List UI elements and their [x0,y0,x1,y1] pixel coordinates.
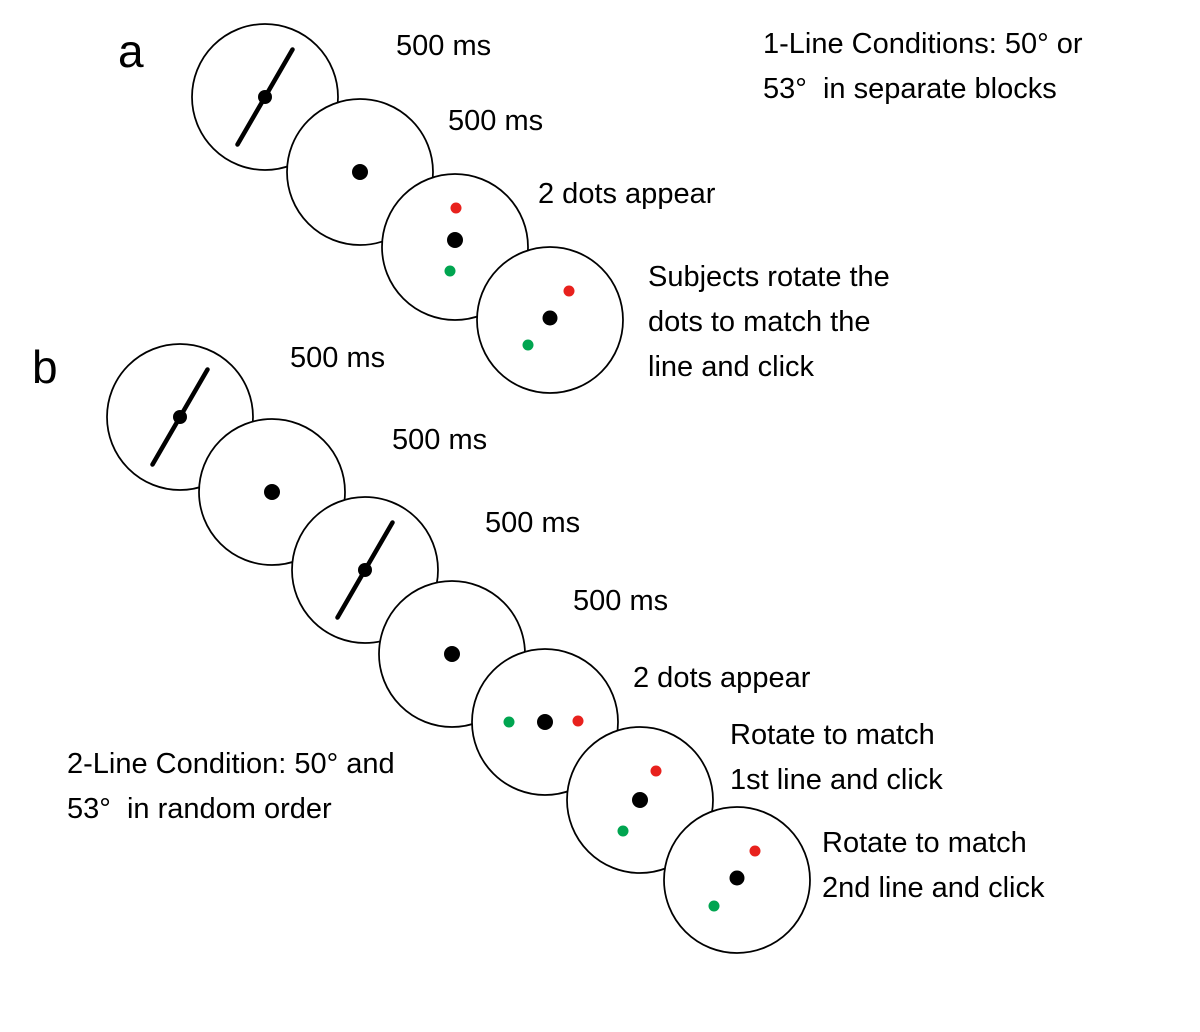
fixation-dot [542,310,558,326]
frame-b7-rotate-second [663,806,811,954]
duration-label-a2: 500 ms [448,105,544,137]
condition-label-1line: 1-Line Conditions: 50° or 53° in separat… [763,28,1083,105]
panel-b-frames [106,343,811,954]
fixation-dot [352,164,368,180]
condition-label-2line: 2-Line Condition: 50° and 53° in random … [67,748,395,825]
fixation-dot [537,714,553,730]
fixation-dot [358,563,372,577]
dots-appear-label-b: 2 dots appear [633,662,811,694]
duration-label-a1: 500 ms [396,30,492,62]
instruction-label-b-first: Rotate to match 1st line and click [730,719,943,796]
panel-a-label: a [118,25,144,77]
fixation-dot [632,792,648,808]
duration-label-b3: 500 ms [485,507,581,539]
instruction-label-a: Subjects rotate the dots to match the li… [648,261,890,383]
green-probe-dot [503,716,515,728]
duration-label-b2: 500 ms [392,424,488,456]
frame-b6-rotate-first [566,726,714,874]
red-probe-dot [650,765,662,777]
panel-a-frames [191,23,624,394]
fixation-dot [258,90,272,104]
green-probe-dot [522,339,534,351]
panel-b-label: b [32,341,58,393]
dots-appear-label-a: 2 dots appear [538,178,716,210]
fixation-dot [173,410,187,424]
red-probe-dot [749,845,761,857]
green-probe-dot [708,900,720,912]
red-probe-dot [450,202,462,214]
fixation-dot [447,232,463,248]
red-probe-dot [572,715,584,727]
frame-a4-rotated-dots [476,246,624,394]
fixation-dot [729,870,745,886]
red-probe-dot [563,285,575,297]
green-probe-dot [444,265,456,277]
instruction-label-b-second: Rotate to match 2nd line and click [822,827,1045,904]
duration-label-b1: 500 ms [290,342,386,374]
fixation-dot [264,484,280,500]
green-probe-dot [617,825,629,837]
fixation-dot [444,646,460,662]
duration-label-b4: 500 ms [573,585,669,617]
